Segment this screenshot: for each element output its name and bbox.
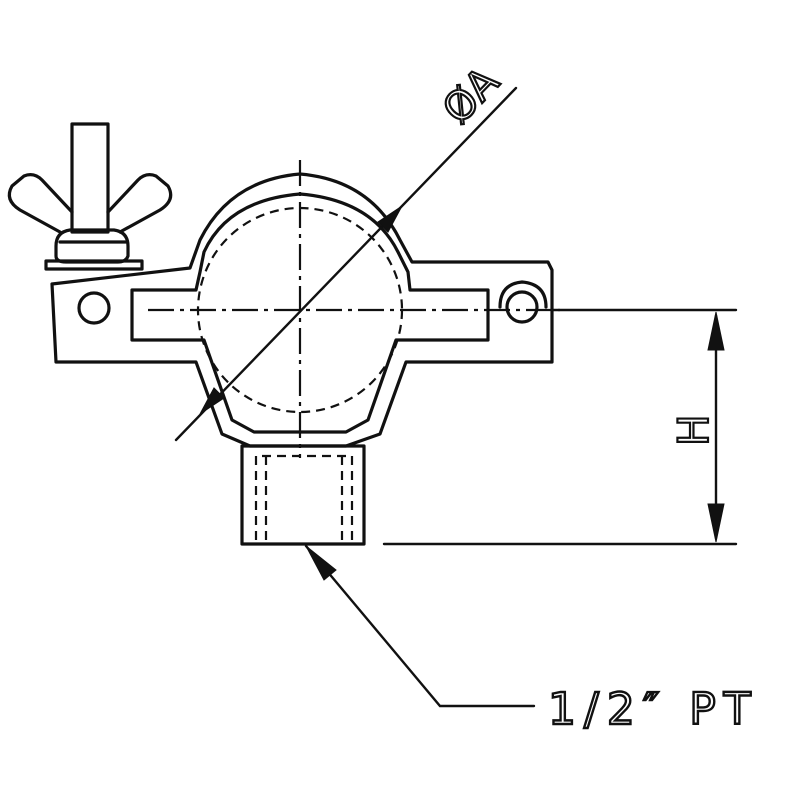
- diameter-dimension-line: [174, 86, 518, 442]
- height-dimension: H: [382, 308, 738, 546]
- height-arrow-bottom: [707, 503, 725, 543]
- stem-outline: [240, 444, 366, 546]
- wing-nut-stem: [70, 122, 110, 234]
- wing-nut-left-wing: [7, 173, 74, 234]
- diameter-arrow-top: [377, 205, 403, 233]
- bolt-hole-right: [505, 290, 539, 324]
- clamp-body: [50, 172, 554, 448]
- hinge-boss-right: [498, 280, 548, 309]
- thread-leader-arrow: [305, 545, 337, 581]
- bolt-hole-left: [77, 291, 111, 325]
- height-arrow-top: [707, 311, 725, 351]
- wing-nut-washer: [44, 259, 144, 271]
- diameter-arrow-bottom: [199, 387, 225, 415]
- thread-leader-line: [304, 544, 536, 708]
- diameter-label: ØA: [434, 58, 508, 133]
- height-label: H: [669, 414, 718, 446]
- wing-nut-hex-body: [54, 228, 130, 264]
- thread-callout: 1/2″ PT: [304, 544, 759, 736]
- clamp-inner-outline: [130, 192, 490, 434]
- threaded-stem: [240, 444, 366, 546]
- wing-nut: [7, 122, 173, 271]
- thread-label: 1/2″ PT: [548, 684, 759, 735]
- clamp-outer-outline: [50, 172, 554, 448]
- wing-nut-right-wing: [106, 173, 173, 234]
